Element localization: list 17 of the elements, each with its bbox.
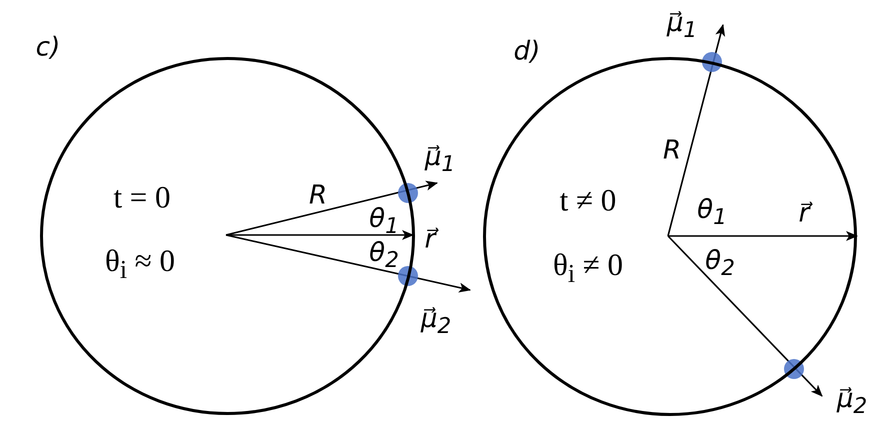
angle-label: θ$_{2}$ xyxy=(705,247,735,281)
equation-text: t = 0 xyxy=(113,182,171,212)
equation-text: t ≠ 0 xyxy=(560,184,616,216)
equation-text: θ$_{i}$ ≈ 0 xyxy=(104,245,176,283)
radius-label: R xyxy=(662,136,682,166)
circle-outline xyxy=(40,57,415,415)
angle-label: θ$_{2}$ xyxy=(369,239,399,273)
panel-label: c) xyxy=(36,34,60,62)
radius-label: R xyxy=(308,182,328,210)
vector-label: μ⃗$_{2}$ xyxy=(420,305,452,339)
panel-label: d) xyxy=(514,38,540,66)
vector-label: μ⃗$_{1}$ xyxy=(424,143,456,177)
equation-text: θ$_{i}$ ≠ 0 xyxy=(552,249,624,287)
vector-label: μ⃗$_{1}$ xyxy=(666,9,698,43)
angle-label: θ$_{1}$ xyxy=(697,196,727,230)
vector-label: μ⃗$_{2}$ xyxy=(836,385,868,419)
angle-label: θ$_{1}$ xyxy=(369,205,399,239)
